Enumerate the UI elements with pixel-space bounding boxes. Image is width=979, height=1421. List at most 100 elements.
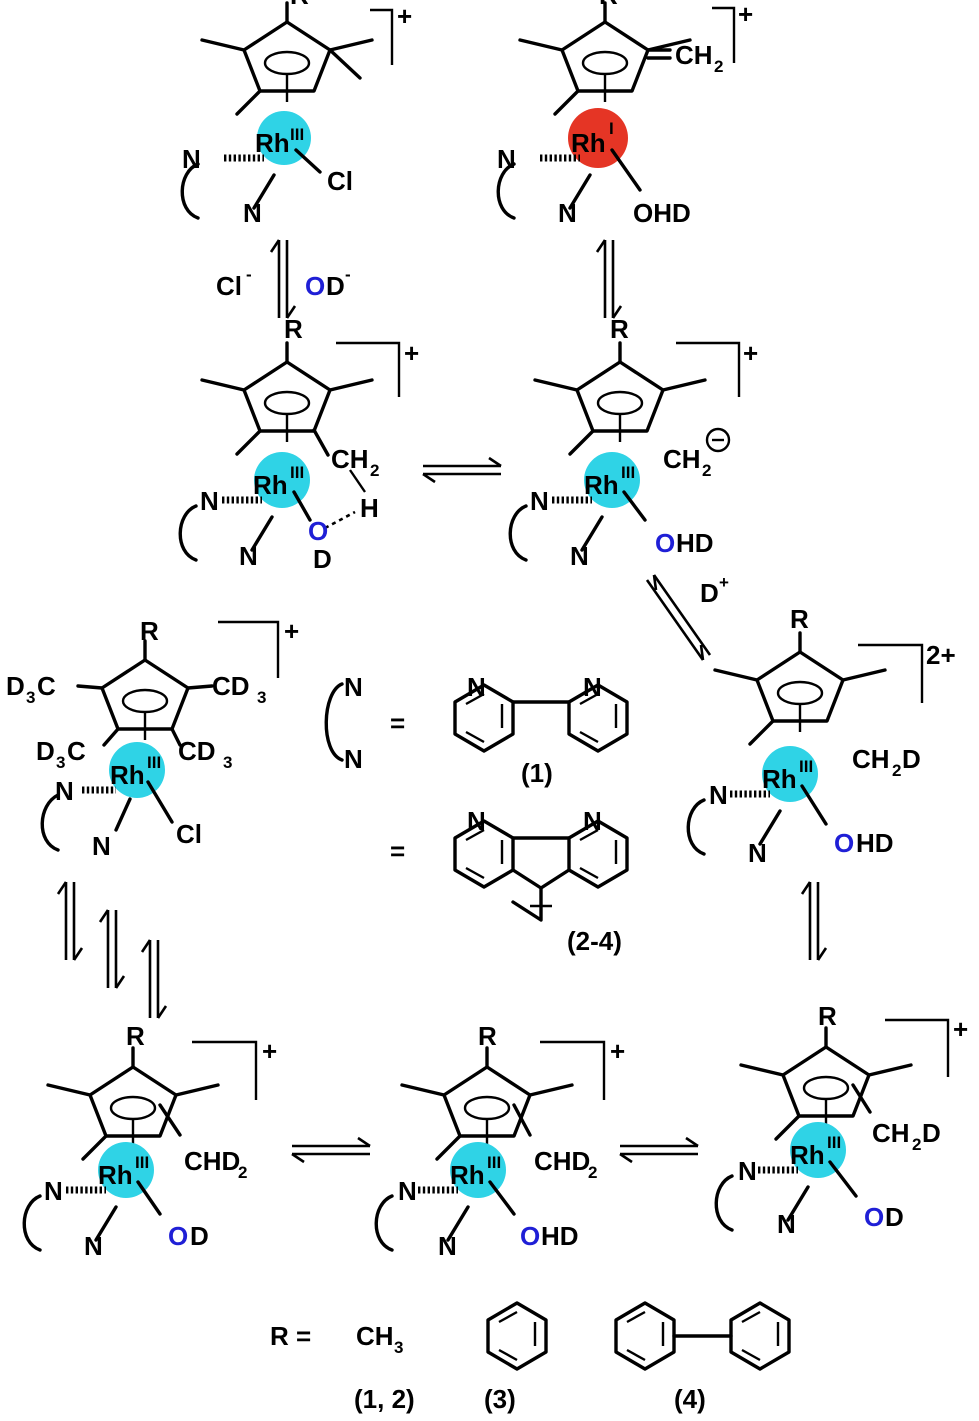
svg-text:Rh: Rh <box>450 1160 485 1190</box>
svg-text:R: R <box>478 1021 497 1051</box>
svg-text:+: + <box>404 338 419 368</box>
svg-text:R: R <box>818 1001 837 1031</box>
svg-text:CD: CD <box>212 671 250 701</box>
svg-text:2: 2 <box>912 1135 921 1154</box>
svg-text:-: - <box>345 265 351 284</box>
svg-text:O: O <box>864 1202 884 1232</box>
svg-text:O: O <box>520 1221 540 1251</box>
svg-text:+: + <box>397 1 412 31</box>
svg-text:Cl: Cl <box>327 166 353 196</box>
svg-text:D: D <box>313 544 332 574</box>
complex-chd2-ohd: R CHD 2 Rh III N N O HD + <box>376 1021 625 1261</box>
svg-text:HD: HD <box>676 528 714 558</box>
svg-text:D: D <box>902 744 921 774</box>
svg-text:3: 3 <box>223 753 232 772</box>
svg-text:(2-4): (2-4) <box>567 926 622 956</box>
complex-methylene-anion: R CH 2 Rh III N N O HD + <box>510 314 758 571</box>
svg-text:R: R <box>610 314 629 344</box>
svg-text:N: N <box>344 672 363 702</box>
svg-text:I: I <box>609 119 614 138</box>
svg-text:3: 3 <box>257 688 266 707</box>
svg-text:N: N <box>398 1176 417 1206</box>
phenyl-structure <box>486 1301 548 1371</box>
bipyridine-structure: N N <box>453 672 629 753</box>
svg-text:CH: CH <box>675 40 713 70</box>
svg-text:2: 2 <box>588 1163 597 1182</box>
ligand-legend: N N = N N (1) = N N (2-4) <box>324 672 629 956</box>
svg-text:N: N <box>570 541 589 571</box>
svg-text:CHD: CHD <box>534 1146 590 1176</box>
svg-text:N: N <box>777 1209 796 1239</box>
svg-text:Rh: Rh <box>98 1160 133 1190</box>
svg-text:N: N <box>583 806 602 836</box>
r-label: R <box>290 0 309 10</box>
svg-text:D: D <box>326 271 345 301</box>
svg-text:=: = <box>390 836 405 866</box>
svg-text:III: III <box>621 463 635 482</box>
svg-text:N: N <box>709 780 728 810</box>
svg-text:O: O <box>655 528 675 558</box>
svg-text:N: N <box>583 672 602 702</box>
complex-agostic-hydroxide: R CH 2 Rh III H O D N N + <box>180 314 419 574</box>
svg-text:Rh: Rh <box>571 128 606 158</box>
svg-text:(1, 2): (1, 2) <box>354 1384 415 1414</box>
svg-text:C: C <box>37 671 56 701</box>
complex-rh1-exomethylene: R CH 2 Rh I N N OHD + <box>497 0 753 228</box>
svg-text:CHD: CHD <box>184 1146 240 1176</box>
svg-text:N: N <box>558 198 577 228</box>
svg-text:Rh: Rh <box>790 1140 825 1170</box>
svg-text:2: 2 <box>702 461 711 480</box>
svg-text:D: D <box>36 736 55 766</box>
svg-text:3: 3 <box>56 753 65 772</box>
svg-text:O: O <box>305 271 325 301</box>
triple-equilibrium-arrows <box>56 880 168 1020</box>
svg-text:N: N <box>200 486 219 516</box>
svg-text:CH: CH <box>852 744 890 774</box>
svg-text:III: III <box>290 125 304 144</box>
svg-text:III: III <box>799 757 813 776</box>
svg-text:N: N <box>438 1231 457 1261</box>
svg-text:-: - <box>246 265 252 284</box>
r-group-legend: R = CH 3 (1, 2) (3) (4) <box>270 1301 791 1414</box>
svg-text:HD: HD <box>856 828 894 858</box>
biphenyl-structure <box>614 1301 791 1371</box>
svg-text:2: 2 <box>370 461 379 480</box>
svg-text:N: N <box>344 744 363 774</box>
svg-text:3: 3 <box>394 1338 403 1357</box>
svg-text:Rh: Rh <box>253 470 288 500</box>
reagent-exchange: Cl - O D - <box>216 265 351 301</box>
diagonal-equilibrium-arrow: D + <box>645 573 729 661</box>
complex-rh3-chloride: R Rh III N N Cl + <box>182 0 412 228</box>
svg-text:N: N <box>748 838 767 868</box>
svg-text:R: R <box>140 616 159 646</box>
svg-text:N: N <box>239 541 258 571</box>
svg-text:D: D <box>190 1221 209 1251</box>
svg-text:HD: HD <box>541 1221 579 1251</box>
svg-text:O: O <box>308 516 328 546</box>
svg-text:+: + <box>743 338 758 368</box>
svg-text:Rh: Rh <box>584 470 619 500</box>
svg-text:III: III <box>487 1153 501 1172</box>
svg-text:2: 2 <box>714 57 723 76</box>
svg-text:N: N <box>44 1176 63 1206</box>
svg-text:Rh: Rh <box>255 128 290 158</box>
svg-text:Cl: Cl <box>176 819 202 849</box>
svg-text:(3): (3) <box>484 1384 516 1414</box>
svg-text:R: R <box>790 604 809 634</box>
svg-text:CD: CD <box>178 736 216 766</box>
svg-text:Rh: Rh <box>762 764 797 794</box>
svg-text:+: + <box>610 1036 625 1066</box>
svg-text:O: O <box>834 828 854 858</box>
svg-text:N: N <box>84 1231 103 1261</box>
svg-text:N: N <box>738 1156 757 1186</box>
svg-text:2: 2 <box>238 1163 247 1182</box>
complex-chd2-od: R CHD 2 Rh III N N O D + <box>24 1021 277 1261</box>
svg-text:III: III <box>827 1133 841 1152</box>
complex-perdeuterated: R D 3 C CD 3 D 3 C CD 3 Rh III N N Cl + <box>6 616 299 861</box>
svg-text:Cl: Cl <box>216 271 242 301</box>
svg-text:N: N <box>530 486 549 516</box>
svg-text:3: 3 <box>26 688 35 707</box>
svg-text:2: 2 <box>892 761 901 780</box>
svg-text:H: H <box>360 493 379 523</box>
